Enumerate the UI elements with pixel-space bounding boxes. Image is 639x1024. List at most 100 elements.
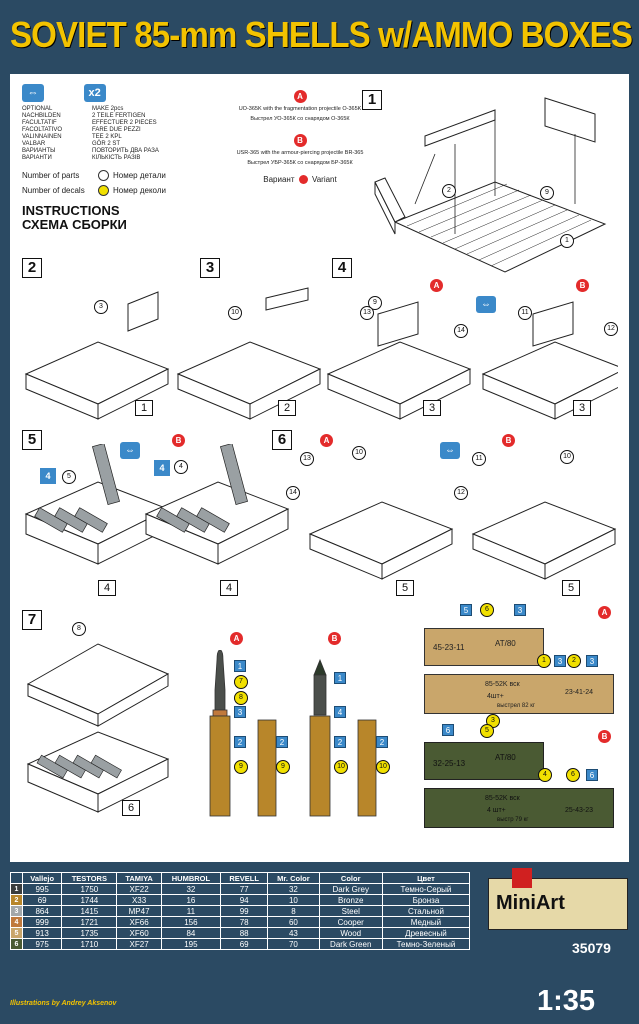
- step-5-number: 5: [22, 430, 42, 450]
- decal-9-callout-case: 9: [276, 760, 290, 774]
- callout-part-11b: 11: [472, 452, 486, 466]
- paint-table-header-cell: Цвет: [381, 872, 471, 884]
- part-number-circle-icon: [98, 170, 109, 181]
- paint-cell-tamiya: XF60: [116, 927, 162, 939]
- paint-4-callout-b: 4: [334, 706, 346, 718]
- paint-cell-ru: Бронза: [381, 894, 471, 906]
- step-5a-subassembly-4: 4: [98, 580, 116, 596]
- paint-cell-color: Wood: [318, 927, 383, 939]
- mirror-icon-step6: ⇔: [440, 442, 460, 459]
- legend-row-value: EFFECTUER 2 PIECES: [92, 120, 157, 126]
- paint-cell-humbrol: 32: [160, 883, 222, 895]
- paint-cell-tamiya: MP47: [116, 905, 162, 917]
- paint-swatch: 1: [10, 883, 23, 895]
- callout-part-5: 5: [62, 470, 76, 484]
- box-paint-3b: 3: [554, 655, 566, 667]
- legend-row-label: VALBAR: [22, 141, 46, 147]
- paint-cell-revell: 88: [220, 927, 269, 939]
- paint-cell-humbrol: 16: [160, 894, 222, 906]
- paint-cell-vallejo: 999: [21, 916, 63, 928]
- paint-swatch: 6: [10, 938, 23, 950]
- ammo-box-green-open: 85-52K вск 4 шт+ 25-43-23 выстр 79 кг: [424, 788, 614, 828]
- ammo-box-green-closed: 32-25-13 AT/80: [424, 742, 544, 780]
- step-7-drawing: [26, 643, 170, 813]
- paint-cell-color: Dark Grey: [318, 883, 383, 895]
- step-4-number: 4: [332, 258, 352, 278]
- callout-part-13b: 13: [300, 452, 314, 466]
- steps-2-4-drawings: [24, 287, 618, 420]
- paint-cell-ru: Медный: [381, 916, 471, 928]
- step-4a-subassembly-3: 3: [423, 400, 441, 416]
- paint-2-callout-case: 2: [276, 736, 288, 748]
- paint-cell-testors: 1735: [61, 927, 118, 939]
- paint-cell-mrcolor: 8: [267, 905, 320, 917]
- callout-part-9b: 9: [368, 296, 382, 310]
- decal-10-callout: 10: [334, 760, 348, 774]
- step-3-subassembly-2: 2: [278, 400, 296, 416]
- paint-cell-humbrol: 11: [160, 905, 222, 917]
- paint-cell-mrcolor: 10: [267, 894, 320, 906]
- paint-table-header-cell: Mr. Color: [267, 872, 320, 884]
- paint-cell-revell: 94: [220, 894, 269, 906]
- legend-row-value: 2 TEILE FERTIGEN: [92, 113, 146, 119]
- page-title: SOVIET 85-mm SHELLS w/AMMO BOXES: [10, 14, 633, 55]
- boxes-variant-b: B: [598, 730, 611, 743]
- paint-cell-mrcolor: 43: [267, 927, 320, 939]
- box-paint-5: 5: [460, 604, 472, 616]
- step-4-variant-a: A: [430, 279, 443, 292]
- box-paint-6b: 6: [586, 769, 598, 781]
- multiply-4-badge: 4: [40, 468, 56, 484]
- decal-number-circle-icon: [98, 185, 109, 196]
- legend-row-label: VALINNAINEN: [22, 134, 62, 140]
- paint-swatch: 3: [10, 905, 23, 917]
- callout-part-10: 10: [228, 306, 242, 320]
- variant-b-mark: B: [293, 134, 307, 147]
- legend-row-label: FACOLTATIVO: [22, 127, 63, 133]
- step-7-subassembly-6: 6: [122, 800, 140, 816]
- paint-cell-tamiya: XF66: [116, 916, 162, 928]
- box-paint-6: 6: [442, 724, 454, 736]
- parts-legend: Number of parts Номер детали: [22, 170, 166, 181]
- variants-legend: A UO-365K with the fragmentation project…: [180, 90, 420, 185]
- callout-part-14: 14: [454, 324, 468, 338]
- paint-cell-vallejo: 864: [21, 905, 63, 917]
- variant-key: Вариант Variant: [263, 175, 337, 185]
- legend-row-value: КІЛЬКІСТЬ РАЗІВ: [92, 155, 141, 161]
- shells-variant-b: B: [328, 632, 341, 645]
- paint-cell-revell: 77: [220, 883, 269, 895]
- callout-part-3: 3: [94, 300, 108, 314]
- paint-swatch: 4: [10, 916, 23, 928]
- paint-cell-humbrol: 195: [160, 938, 222, 950]
- step-4b-subassembly-3: 3: [573, 400, 591, 416]
- step-6-number: 6: [272, 430, 292, 450]
- callout-part-11: 11: [518, 306, 532, 320]
- box-decal-2: 2: [567, 654, 581, 668]
- step-5-variant-b: B: [172, 434, 185, 447]
- step-7-number: 7: [22, 610, 42, 630]
- callout-part-13: 13: [360, 306, 374, 320]
- logo-red-square: [512, 868, 532, 888]
- paint-cell-testors: 1721: [61, 916, 118, 928]
- paint-cell-color: Bronze: [318, 894, 383, 906]
- paint-cell-mrcolor: 32: [267, 883, 320, 895]
- illustrator-credit: Illustrations by Andrey Aksenov: [10, 1000, 117, 1007]
- legend-row: ВАРІАНТИ КІЛЬКІСТЬ РАЗІВ: [22, 155, 212, 162]
- steps-5-6-drawings: [24, 444, 617, 580]
- step-6a-subassembly-5: 5: [396, 580, 414, 596]
- paint-cell-ru: Темно-Серый: [381, 883, 471, 895]
- legend-row-value: MAKE 2pcs: [92, 106, 124, 112]
- decal-8-callout: 8: [234, 691, 248, 705]
- paint-cell-tamiya: XF22: [116, 883, 162, 895]
- legend-row-label: ВАРІАНТИ: [22, 155, 52, 161]
- paint-cell-revell: 99: [220, 905, 269, 917]
- box-decal-6: 6: [480, 603, 494, 617]
- step-2-number: 2: [22, 258, 42, 278]
- kit-number: 35079: [572, 940, 611, 956]
- step-6-variant-b: B: [502, 434, 515, 447]
